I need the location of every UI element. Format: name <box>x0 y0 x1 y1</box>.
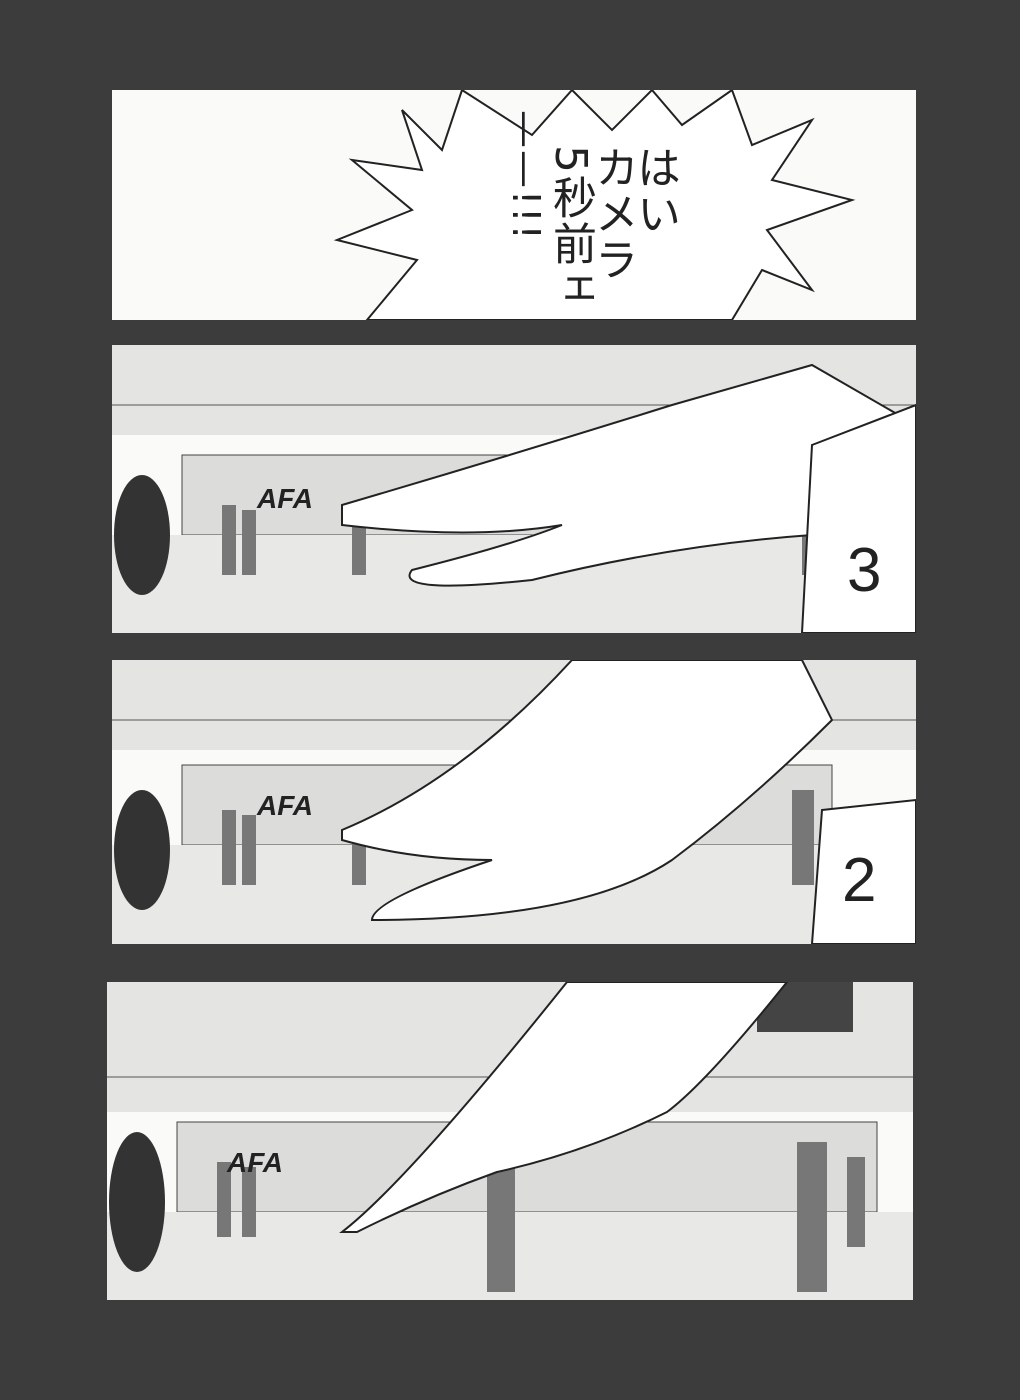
speech-line-2: カメラ <box>587 145 638 283</box>
burst-balloon <box>333 90 856 320</box>
panel-count-2: AFA 2 <box>112 660 916 944</box>
afa-sign: AFA <box>257 483 313 514</box>
afa-sign: AFA <box>257 790 313 821</box>
speech-line-4: ——!!! <box>504 110 548 242</box>
panel-count-3: AFA 3 <box>112 345 916 633</box>
airport-scene <box>112 345 916 633</box>
airport-scene <box>107 982 913 1300</box>
airport-scene <box>112 660 916 944</box>
panel-speech: はい カメラ 5秒前ェ ——!!! <box>112 90 916 320</box>
countdown-number: 3 <box>847 536 882 605</box>
speech-line-3: 5秒前ェ <box>545 145 596 313</box>
countdown-number: 2 <box>842 846 877 915</box>
panel-count-1: AFA <box>107 982 913 1300</box>
afa-sign: AFA <box>227 1147 283 1178</box>
speech-line-1: はい <box>629 145 680 237</box>
